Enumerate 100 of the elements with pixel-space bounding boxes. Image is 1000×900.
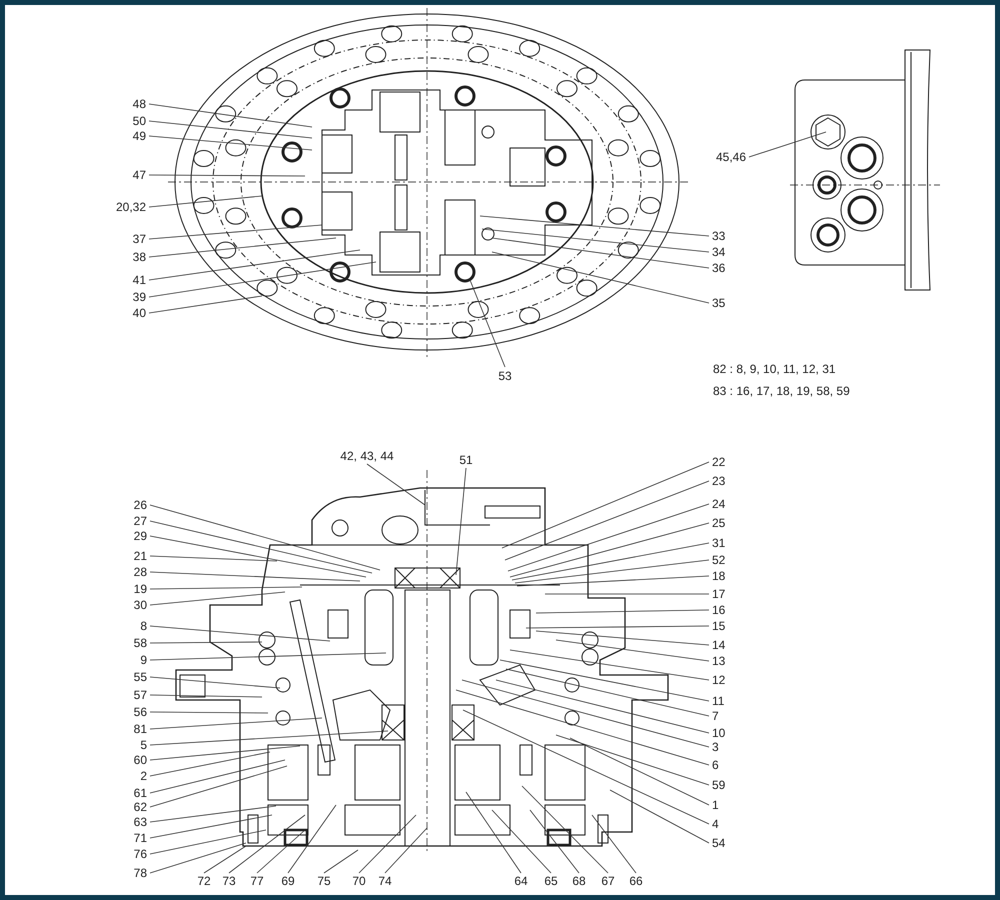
leader-line [148, 296, 262, 314]
callout-number: 60 [134, 752, 147, 768]
callout-number: 55 [134, 669, 147, 685]
callout-number: 2 [140, 768, 147, 784]
leader-line [150, 830, 266, 854]
callout-number: 30 [134, 597, 147, 613]
leader-line [150, 592, 286, 606]
callout-number: 73 [222, 873, 236, 889]
leader-line [324, 850, 358, 874]
callout-number: 3 [712, 739, 719, 755]
leader-line [148, 196, 262, 208]
callout-number: 29 [134, 528, 147, 544]
callout-number: 65 [544, 873, 558, 889]
leader-line [150, 718, 322, 730]
callout-number: 51 [459, 452, 473, 468]
callout-number: 35 [712, 295, 726, 311]
leader-line [496, 680, 710, 734]
leader-line [150, 520, 372, 574]
callout-number: 27 [134, 513, 147, 529]
callout-number: 12 [712, 672, 726, 688]
leader-line [610, 790, 710, 844]
callout-number: 50 [132, 113, 146, 129]
callout-number: 10 [712, 725, 726, 741]
leader-line [514, 560, 710, 584]
callout-number: 64 [514, 873, 528, 889]
leader-line [492, 238, 710, 268]
callout-number: 54 [712, 835, 726, 851]
callout-number: 7 [712, 708, 719, 724]
leader-line [456, 468, 466, 576]
leader-line [500, 660, 710, 702]
leader-line [148, 120, 312, 138]
callout-number: 40 [132, 305, 146, 321]
leader-line [150, 586, 302, 590]
callout-number: 72 [197, 873, 211, 889]
leader-line [462, 710, 710, 824]
callout-number: 42, 43, 44 [340, 448, 394, 464]
leader-line [508, 504, 710, 572]
leader-line [504, 480, 710, 560]
leader-line [148, 104, 312, 128]
callout-number: 66 [629, 873, 643, 889]
callout-number: 59 [712, 777, 726, 793]
callout-number: 62 [134, 799, 147, 815]
callout-number: 28 [134, 564, 147, 580]
parts-note: 83 : 16, 17, 18, 19, 58, 59 [713, 383, 850, 399]
leader-line [148, 238, 336, 258]
callout-number: 69 [281, 873, 295, 889]
leader-line [512, 542, 710, 580]
leader-line [456, 690, 710, 766]
callout-number: 70 [352, 873, 366, 889]
callout-number: 71 [134, 830, 147, 846]
leader-line [150, 626, 330, 642]
callout-number: 56 [134, 704, 147, 720]
leader-line [570, 738, 710, 806]
leader-line [150, 730, 388, 746]
leader-line [556, 734, 710, 786]
callout-number: 8 [140, 618, 147, 634]
leader-line [516, 576, 710, 586]
leader-line [470, 280, 506, 368]
leader-line [492, 252, 710, 304]
leader-line [150, 712, 268, 714]
callout-number: 1 [712, 797, 719, 813]
leader-line [148, 224, 322, 240]
callout-number: 14 [712, 637, 726, 653]
leader-line [150, 752, 270, 776]
leader-line [480, 216, 710, 236]
callout-number: 21 [134, 548, 147, 564]
leader-line [510, 650, 710, 680]
leader-line [466, 792, 522, 874]
leader-line [150, 642, 262, 644]
leader-line [150, 760, 286, 794]
leader-line [366, 464, 426, 506]
leader-line [150, 676, 280, 688]
callout-number: 49 [132, 128, 146, 144]
callout-number: 38 [132, 249, 146, 265]
leader-line [150, 572, 360, 582]
callout-number: 57 [134, 687, 147, 703]
leader-line [150, 504, 380, 570]
callout-number: 58 [134, 635, 147, 651]
callout-number: 18 [712, 568, 726, 584]
leader-line [492, 810, 552, 874]
leader-line [748, 132, 826, 158]
callout-number: 77 [250, 873, 264, 889]
leader-line [536, 610, 710, 614]
leader-line [150, 766, 288, 808]
callout-number: 5 [140, 737, 147, 753]
callout-number: 41 [132, 272, 146, 288]
leader-line [256, 830, 306, 874]
callout-number: 25 [712, 515, 726, 531]
callout-number: 61 [134, 785, 147, 801]
callout-number: 34 [712, 244, 726, 260]
callout-number: 11 [712, 693, 724, 709]
callout-number: 9 [140, 652, 147, 668]
leader-line [148, 136, 312, 150]
leader-line [502, 462, 710, 548]
callout-number: 75 [317, 873, 331, 889]
callout-number: 63 [134, 814, 147, 830]
callout-number: 45,46 [716, 149, 746, 165]
callout-number: 17 [712, 586, 726, 602]
callout-number: 39 [132, 289, 146, 305]
callout-number: 26 [134, 497, 147, 513]
